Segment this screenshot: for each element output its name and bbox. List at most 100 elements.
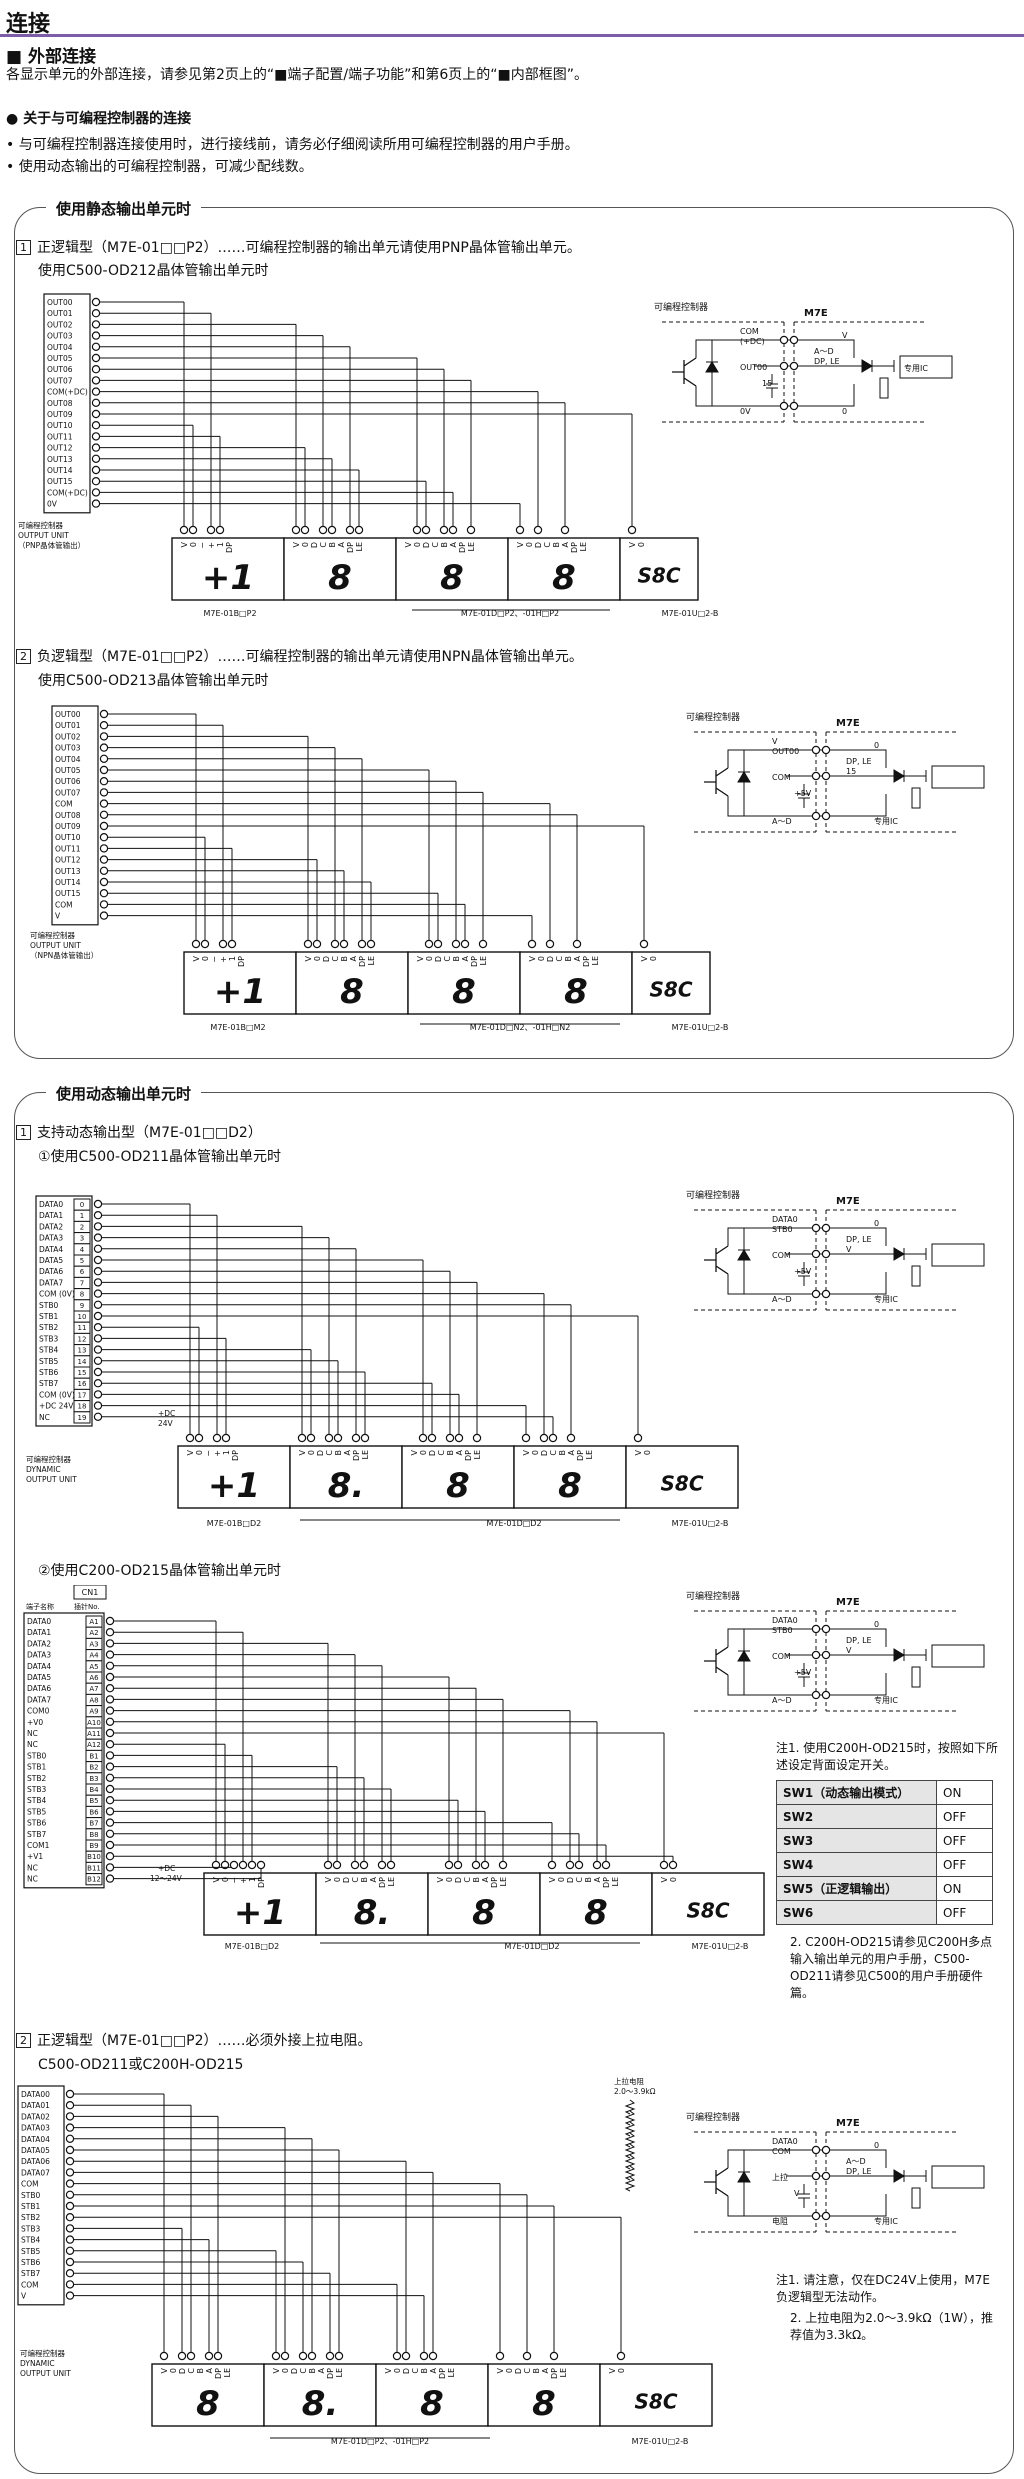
display-pin-dot <box>572 939 582 949</box>
pullup-note-1: 注1. 请注意，仅在DC24V上使用，M7E负逻辑型无法动作。 <box>776 2273 990 2304</box>
plc-terminal-dot <box>91 309 101 318</box>
circuit-terminal <box>811 1249 821 1259</box>
plc-terminal-dot <box>91 409 101 419</box>
pin-label: 0 <box>201 956 210 961</box>
display-pin-dot <box>360 1433 370 1443</box>
unit-model-label: M7E-01B□D2 <box>225 1942 279 1951</box>
plc-terminal-dot <box>65 2201 75 2211</box>
plc-terminal-label: OUT11 <box>55 844 81 853</box>
display-module <box>401 1445 515 1509</box>
circuit-label: A～D <box>814 347 834 356</box>
circuit-wire <box>695 339 895 407</box>
pin-number: 2 <box>80 1223 84 1231</box>
switch-name: SW6 <box>776 1900 937 1925</box>
pin-label: 0 <box>525 542 534 547</box>
plc-terminal-label: COM <box>21 2180 39 2189</box>
plc-terminal-dot <box>99 888 109 898</box>
plc-terminal-dot <box>93 1289 103 1298</box>
pin-number: B10 <box>87 1853 101 1861</box>
digit-glyph: +1 <box>202 558 254 598</box>
pin-label: V <box>640 955 649 961</box>
plc-terminal-label: STB0 <box>27 1751 46 1760</box>
pin-label: DP <box>490 1877 499 1888</box>
pullup-resistor <box>624 2099 636 2115</box>
display-pin-dot <box>324 1433 334 1443</box>
m7e-boundary <box>826 1209 956 1311</box>
plc-terminal-label: DATA2 <box>39 1222 63 1231</box>
pin-label: D <box>540 1450 549 1456</box>
pin-label: 0 <box>637 542 646 547</box>
pin-label: V <box>292 541 301 547</box>
plc-terminal-dot <box>105 1762 115 1771</box>
plc-terminal-label: STB5 <box>39 1357 58 1366</box>
circuit-terminal <box>779 401 789 411</box>
unit-model-label: M7E-01D□D2 <box>486 1519 541 1528</box>
unit-model-label: M7E-01U□2-B <box>692 1942 749 1951</box>
pin-label: A <box>573 955 582 961</box>
display-module <box>507 537 621 601</box>
display-pin-dot <box>448 525 458 535</box>
circuit-label: 15 <box>846 767 856 776</box>
plc-terminal-dot <box>65 2156 75 2166</box>
pullup-note-2: 2. 上拉电阻为2.0～3.9kΩ（1W），推荐值为3.3kΩ。 <box>790 2311 994 2342</box>
static-panel-title: 使用静态输出单元时 <box>46 198 202 219</box>
display-pin-dot <box>204 2351 214 2361</box>
plc-terminal-label: DATA06 <box>21 2157 50 2166</box>
resistor-symbol <box>911 1666 921 1688</box>
pin-label: B <box>360 1877 369 1883</box>
pin-label: 0 <box>189 542 198 547</box>
circuit-terminal <box>779 361 789 371</box>
pin-number: 14 <box>78 1358 87 1366</box>
pin-label: 0 <box>419 1450 428 1455</box>
display-pin-dot <box>427 1433 437 1443</box>
resistor-symbol <box>911 787 921 809</box>
pin-number: 0 <box>80 1201 84 1209</box>
plc-terminal-label: DATA0 <box>39 1200 63 1209</box>
pin-label: V <box>634 1449 643 1455</box>
display-pin-dot <box>418 1433 428 1443</box>
plc-terminal-label: OUT08 <box>55 811 81 820</box>
display-pin-dot <box>627 525 637 535</box>
plc-terminal-block <box>43 293 91 514</box>
pin-label: D <box>178 2368 187 2374</box>
pin-label: A <box>343 1449 352 1455</box>
display-pin-dot <box>345 525 355 535</box>
pin-number: A9 <box>89 1708 98 1716</box>
pin-number: A12 <box>87 1741 101 1749</box>
plc-unit-caption: DYNAMIC <box>20 2359 55 2368</box>
plc-terminal-dot <box>65 2112 75 2121</box>
pin-label: − <box>198 542 207 549</box>
pin-label: 0 <box>557 1877 566 1882</box>
plc-terminal-label: +V1 <box>27 1852 43 1861</box>
display-pin-dot <box>439 525 449 535</box>
pin-label: B <box>564 956 573 962</box>
pin-label: B <box>420 2368 429 2374</box>
plc-terminal-label: OUT04 <box>47 343 73 352</box>
plc-terminal-dot <box>93 1345 103 1354</box>
digit-glyph: +1 <box>234 1893 286 1933</box>
pin-label: C <box>443 956 452 962</box>
digit-glyph: 8 <box>340 972 364 1012</box>
plc-terminal-label: COM1 <box>27 1841 50 1850</box>
pin-label: D <box>290 2368 299 2374</box>
pin-label: B <box>334 1450 343 1456</box>
plc-terminal-block <box>17 2085 65 2306</box>
pin-label: LE <box>559 2368 568 2378</box>
capacitor-symbol <box>798 1262 810 1286</box>
plc-terminal-dot <box>99 754 109 764</box>
pin-label: 0 <box>537 956 546 961</box>
pin-number: 11 <box>78 1324 87 1332</box>
pin-label: B <box>472 1877 481 1883</box>
pin-number: 8 <box>80 1291 84 1299</box>
display-pin-dot <box>159 2351 169 2361</box>
pin-label: D <box>402 2368 411 2374</box>
pin-label: DP <box>470 956 479 967</box>
pin-label: LE <box>579 542 588 552</box>
pin-label: DP <box>576 1450 585 1461</box>
circuit-plc-label: 可编程控制器 <box>686 711 740 723</box>
pin-number: 3 <box>80 1235 84 1243</box>
plc-terminal-label: OUT02 <box>55 732 81 741</box>
plc-terminal-dot <box>91 364 101 374</box>
